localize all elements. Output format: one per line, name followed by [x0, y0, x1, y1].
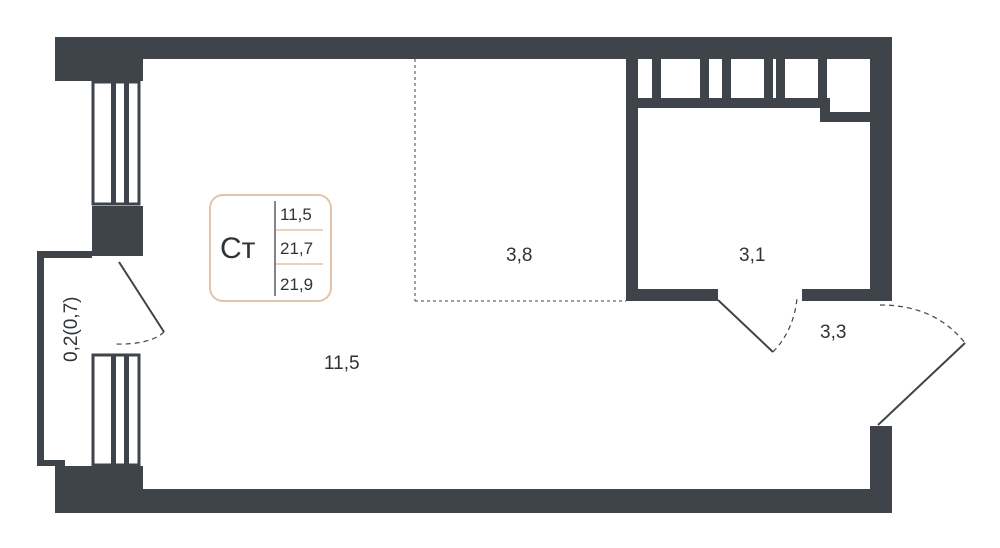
bathroom-walls: [626, 59, 882, 301]
right-wall-lower: [870, 426, 892, 513]
apartment-badge: Ст 11,5 21,7 21,9: [209, 194, 332, 302]
bathroom-door: [717, 297, 798, 353]
entrance-door: [877, 304, 966, 426]
window-left-bottom: [91, 353, 141, 467]
living-room-area: 11,5: [324, 353, 360, 374]
living-area-value: 11,5: [280, 205, 312, 224]
right-wall-upper: [870, 37, 892, 301]
balcony-area: 0,2(0,7): [61, 297, 82, 362]
kitchen-zone-area: 3,8: [506, 245, 532, 266]
window-left-top: [91, 80, 141, 206]
hallway-area: 3,3: [820, 322, 846, 343]
walls: [37, 37, 892, 513]
balcony-door: [113, 261, 165, 345]
total-area-value: 21,7: [280, 239, 313, 258]
apartment-type-label: Ст: [220, 232, 256, 265]
bottom-wall: [55, 489, 892, 513]
total-area-with-balcony-value: 21,9: [280, 275, 313, 294]
left-wall-middle-block: [92, 206, 143, 256]
kitchen-zone: [414, 59, 626, 302]
bathroom-area: 3,1: [739, 245, 765, 266]
balcony-wall: [37, 251, 92, 466]
top-wall: [55, 37, 892, 59]
left-wall-top-block: [55, 37, 143, 81]
